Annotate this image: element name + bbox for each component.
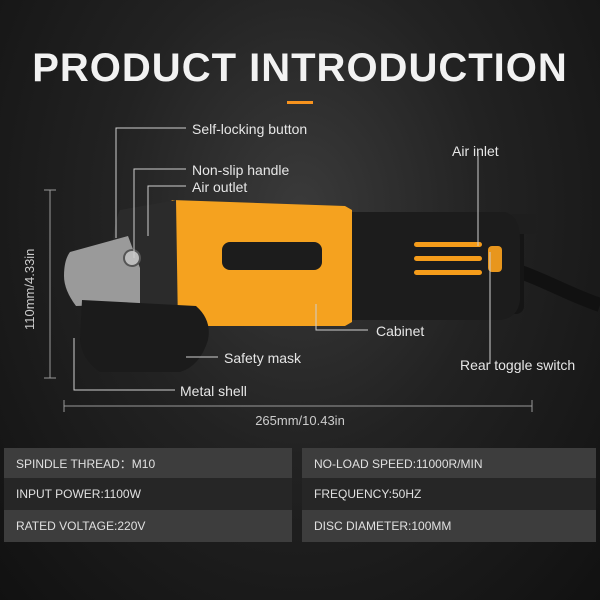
- leader-lines: [73, 127, 491, 391]
- self-locking-button-part: [123, 249, 141, 267]
- spec-cell: INPUT POWER:1100W: [4, 478, 292, 510]
- spec-cell: DISC DIAMETER:100MM: [302, 510, 596, 542]
- label-air-outlet: Air outlet: [192, 179, 248, 195]
- housing-slot: [222, 242, 322, 270]
- switch-accent: [488, 246, 502, 272]
- air-inlet-vents: [414, 242, 482, 275]
- angle-grinder-illustration: [44, 127, 600, 412]
- spec-row: RATED VOLTAGE:220V DISC DIAMETER:100MM: [0, 510, 600, 542]
- dimension-lines: [44, 189, 533, 412]
- title-underline: [287, 101, 313, 104]
- label-air-inlet: Air inlet: [452, 143, 499, 159]
- label-metal-shell: Metal shell: [180, 383, 247, 399]
- power-cable: [512, 263, 600, 312]
- length-dimension: 265mm/10.43in: [255, 413, 345, 428]
- metal-shell-part: [64, 236, 140, 306]
- label-self-locking-button: Self-locking button: [192, 121, 308, 137]
- label-non-slip-handle: Non-slip handle: [192, 162, 290, 178]
- label-cabinet: Cabinet: [376, 323, 425, 339]
- spec-cell: NO-LOAD SPEED:11000R/MIN: [302, 448, 596, 480]
- height-dimension: 110mm/4.33in: [22, 248, 37, 330]
- handle-grip: [330, 212, 520, 320]
- spec-row: INPUT POWER:1100W FREQUENCY:50HZ: [0, 478, 600, 510]
- label-rear-toggle-switch: Rear toggle switch: [460, 357, 576, 373]
- page-title: PRODUCT INTRODUCTION: [32, 46, 568, 90]
- spec-cell: FREQUENCY:50HZ: [302, 478, 596, 510]
- spec-row: SPINDLE THREAD：M10 NO-LOAD SPEED:11000R/…: [0, 448, 600, 480]
- label-safety-mask: Safety mask: [224, 350, 302, 366]
- spec-cell: SPINDLE THREAD：M10: [4, 448, 292, 480]
- spec-cell: RATED VOLTAGE:220V: [4, 510, 292, 542]
- spec-table: SPINDLE THREAD：M10 NO-LOAD SPEED:11000R/…: [0, 446, 600, 600]
- safety-mask-part: [80, 300, 209, 372]
